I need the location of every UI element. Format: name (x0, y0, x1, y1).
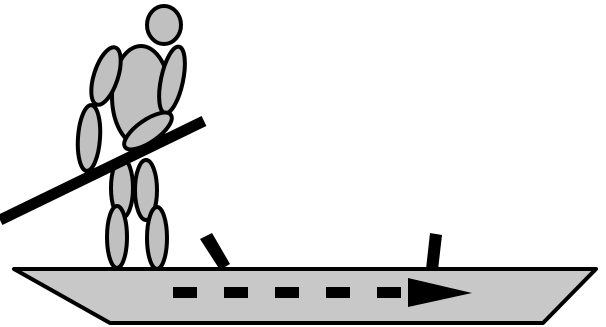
forearm-left (76, 104, 103, 171)
left-shin (107, 206, 127, 268)
arrow-dash (326, 287, 350, 298)
arrow-dash (173, 287, 197, 298)
arrow-dash (377, 287, 401, 298)
head (147, 6, 181, 44)
oarlock-right (426, 233, 442, 270)
boat (14, 233, 596, 323)
oarlock-left (200, 233, 230, 270)
boat-hull (14, 269, 596, 323)
arrow-dash (224, 287, 248, 298)
arrow-dash (275, 287, 299, 298)
right-shin (147, 207, 167, 269)
